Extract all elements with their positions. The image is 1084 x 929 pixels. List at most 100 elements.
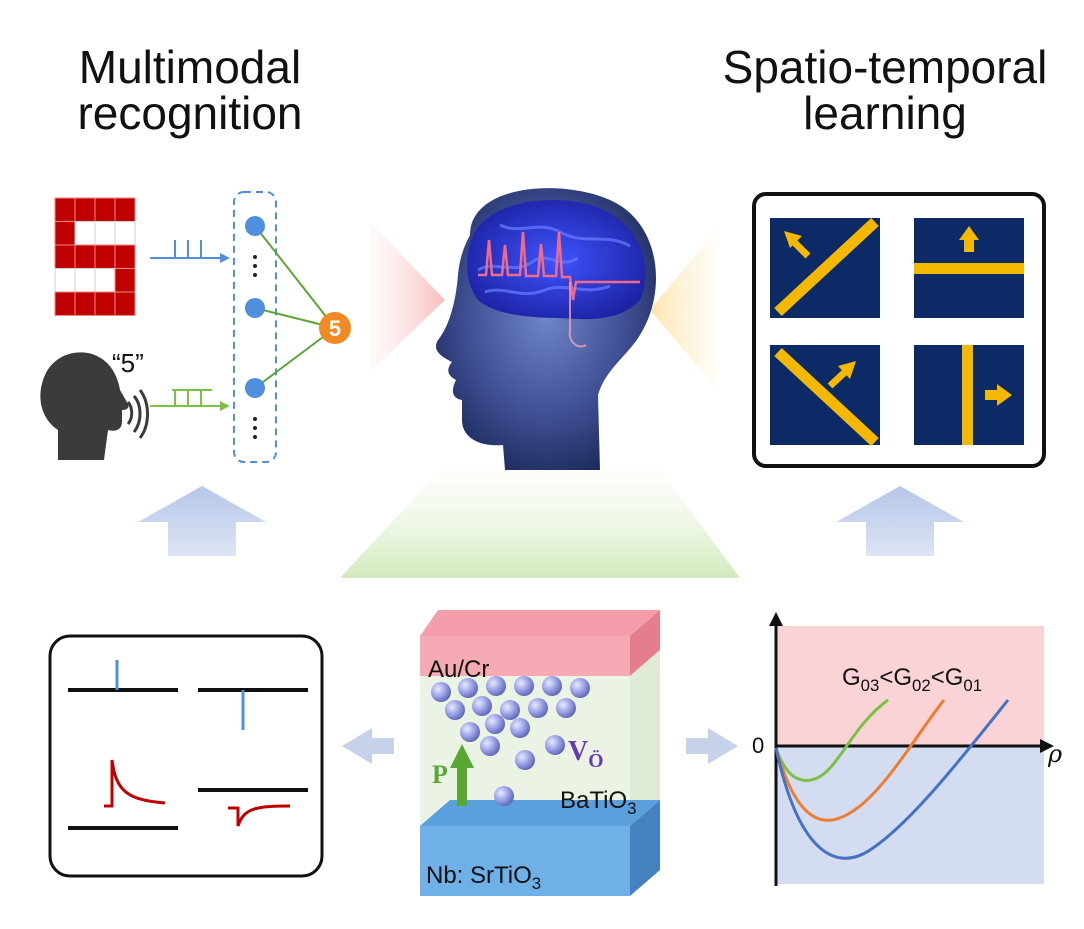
- speech-label: “5”: [112, 348, 144, 378]
- vacancy-label: VÖ: [568, 736, 603, 772]
- plot-x-label: ρ: [1048, 740, 1063, 768]
- legend-part: <G: [930, 664, 964, 691]
- up-arrow-left: [138, 486, 266, 556]
- grid-pixel-on: [114, 197, 136, 222]
- vacancy-ball: [486, 676, 506, 696]
- grid-pixel-on: [94, 244, 116, 269]
- bottom-electrode-text: Nb: SrTiO: [426, 862, 532, 889]
- vacancy-ball: [460, 722, 480, 742]
- grid-pixel-on: [74, 291, 96, 316]
- output-digit: 5: [329, 316, 341, 341]
- vacancy-subscript: Ö: [588, 750, 604, 772]
- grid-pixel-on: [54, 197, 76, 222]
- legend-part: <G: [879, 664, 913, 691]
- synaptic-response-panel: [48, 634, 324, 878]
- vacancy-ball: [528, 698, 548, 718]
- bottom-electrode-subscript: 3: [531, 873, 542, 893]
- vacancy-ball: [570, 678, 590, 698]
- polarization-label: P: [432, 760, 448, 789]
- vacancy-ball: [445, 700, 465, 720]
- up-arrow-right: [836, 486, 964, 556]
- vacancy-ball: [514, 676, 534, 696]
- left-arrow-icon: [342, 728, 394, 764]
- output-node: [319, 312, 351, 344]
- device-stack: [420, 610, 660, 896]
- grid-pixel-off: [74, 221, 96, 246]
- curve-g01: [774, 699, 1010, 860]
- head-brain-illustration: [435, 188, 656, 470]
- neuron-node: [245, 298, 265, 318]
- vacancy-ball: [494, 786, 514, 806]
- red-beam: [370, 222, 445, 372]
- green-beam: [340, 470, 740, 578]
- motion-tile-diagonal-down: [770, 345, 880, 447]
- grid-pixel-on: [74, 197, 96, 222]
- title-spatio-temporal-learning: Spatio-temporal learning: [700, 44, 1070, 136]
- motion-tile-horizontal-up: [914, 218, 1024, 318]
- vacancy-ball: [510, 718, 530, 738]
- neuron-layer-box: [233, 191, 277, 463]
- title-right-line1: Spatio-temporal: [722, 41, 1048, 93]
- arrow-icon: [838, 361, 856, 379]
- grid-pixel-on: [54, 221, 76, 246]
- vacancy-ball: [542, 676, 562, 696]
- bottom-electrode-label: Nb: SrTiO3: [426, 862, 542, 893]
- response-inhibitory-current: [198, 788, 308, 827]
- polarization-arrow: [450, 744, 474, 806]
- arrow-icon: [959, 226, 979, 240]
- motion-tile-vertical-right: [914, 345, 1024, 445]
- title-left-line1: Multimodal: [78, 41, 302, 93]
- grid-pixel-on: [74, 244, 96, 269]
- top-electrode-top: [420, 610, 660, 636]
- grid-pixel-on: [114, 244, 136, 269]
- grid-pixel-on: [114, 291, 136, 316]
- spike-trace: [478, 231, 640, 301]
- audio-spike-input: [150, 389, 230, 411]
- curve-g02: [774, 699, 946, 822]
- top-electrode-label: Au/Cr: [428, 656, 490, 683]
- motion-tile-diagonal-up: [770, 217, 880, 318]
- vacancy-ball: [515, 750, 535, 770]
- arrow-icon: [784, 231, 802, 248]
- plot-legend-inequality: G03<G02<G01: [842, 664, 982, 695]
- arrow-icon: [997, 384, 1012, 406]
- curve-g03: [774, 698, 889, 782]
- neuron-node: [245, 378, 265, 398]
- vacancy-ball: [458, 678, 478, 698]
- vacancy-ball: [545, 735, 565, 755]
- ferroelectric-text: BaTiO: [560, 787, 628, 814]
- bottom-electrode: [420, 826, 630, 896]
- response-excitatory-current: [68, 759, 178, 830]
- grid-pixel-off: [94, 268, 116, 293]
- grid-pixel-on: [54, 291, 76, 316]
- grid-pixel-on: [54, 244, 76, 269]
- oxygen-vacancies: [431, 676, 590, 806]
- response-depression-pulse: [198, 688, 308, 730]
- neuron-node: [245, 216, 265, 236]
- ferroelectric-label: BaTiO3: [560, 787, 636, 818]
- neuron-connections: [254, 225, 336, 389]
- speaking-head-icon: [40, 352, 149, 460]
- grid-pixel-off: [114, 221, 136, 246]
- vacancy-ball: [431, 682, 451, 702]
- title-left-line2: recognition: [77, 87, 303, 139]
- vacancy-ball: [485, 714, 505, 734]
- grid-pixel-off: [74, 268, 96, 293]
- gold-beam: [650, 228, 718, 390]
- legend-sub: 03: [860, 675, 880, 695]
- grid-pixel-on: [94, 197, 116, 222]
- vacancy-text: V: [568, 736, 589, 767]
- energy-landscape-plot: [769, 612, 1054, 886]
- right-arrow-icon: [686, 728, 738, 764]
- grid-pixel-off: [94, 221, 116, 246]
- plot-origin-label: 0: [752, 733, 765, 758]
- digit-5-pixel-grid: [54, 197, 136, 316]
- visual-spike-input: [150, 240, 230, 263]
- grid-pixel-on: [114, 268, 136, 293]
- top-electrode: [420, 636, 630, 676]
- neuron-ellipsis: [253, 255, 257, 439]
- grid-pixel-on: [94, 291, 116, 316]
- legend-sub: 02: [912, 675, 931, 695]
- positive-energy-region: [776, 626, 1044, 746]
